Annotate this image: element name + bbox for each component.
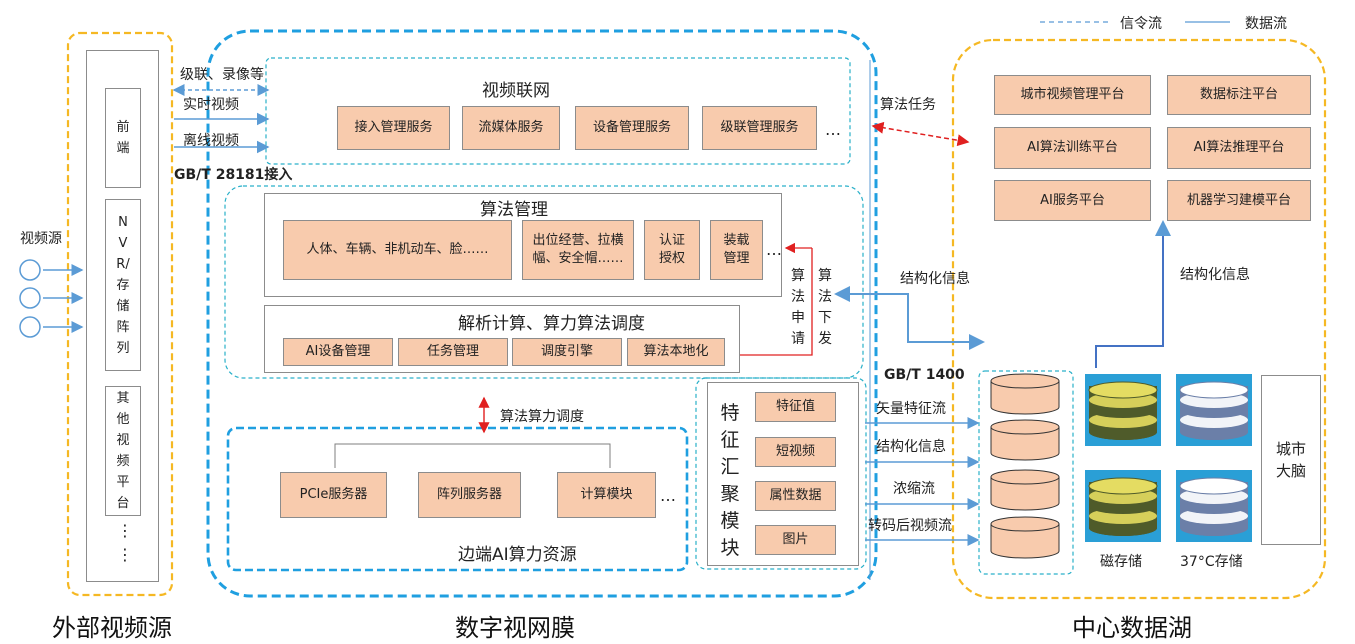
auth-box: 认证授权 (644, 220, 700, 280)
cold-storage-icon (1176, 374, 1252, 542)
algo-mgmt-more: … (766, 240, 782, 259)
compute-module-box: 计算模块 (557, 472, 656, 518)
gb28181-label: GB/T 28181接入 (174, 167, 293, 183)
external-caption: 外部视频源 (52, 614, 172, 642)
magnetic-storage-icon (1085, 374, 1161, 542)
device-service-box: 设备管理服务 (575, 106, 689, 150)
legend-signal-label: 信令流 (1120, 16, 1162, 32)
video-network-title: 视频联网 (482, 81, 550, 101)
array-server-box: 阵列服务器 (418, 472, 521, 518)
scheduler-box: 调度引擎 (512, 338, 622, 366)
lake-caption: 中心数据湖 (1072, 614, 1192, 642)
flow-vector-label: 矢量特征流 (876, 401, 946, 417)
compute-title: 解析计算、算力算法调度 (458, 314, 645, 334)
algo-deliver-label: 算法下发 (818, 268, 832, 347)
cold-storage-label: 37°C存储 (1180, 554, 1243, 570)
retina-caption: 数字视网膜 (455, 614, 575, 642)
pcie-server-box: PCIe服务器 (280, 472, 387, 518)
source-circle-1 (19, 259, 41, 281)
other-platform-label: 其他视频平台 (116, 391, 130, 511)
source-circle-2 (19, 287, 41, 309)
storage-cylinders (990, 373, 1060, 559)
ai-inference-platform-box: AI算法推理平台 (1167, 127, 1311, 169)
image-box: 图片 (755, 525, 836, 555)
front-label: 前端 (116, 120, 130, 156)
data-labeling-platform-box: 数据标注平台 (1167, 75, 1311, 115)
struct-info-right-label: 结构化信息 (1180, 267, 1250, 283)
cascade-label: 级联、录像等 (180, 67, 264, 83)
ml-modeling-platform-box: 机器学习建模平台 (1167, 180, 1311, 221)
realtime-label: 实时视频 (183, 97, 239, 113)
flow-condensed-label: 浓缩流 (893, 481, 935, 497)
edge-more: … (660, 486, 676, 505)
localize-box: 算法本地化 (627, 338, 725, 366)
cascade-service-box: 级联管理服务 (702, 106, 817, 150)
ellipsis-2: ⋮ (117, 545, 133, 564)
ai-service-platform-box: AI服务平台 (994, 180, 1151, 221)
city-brain-label: 城市大脑 (1275, 440, 1306, 480)
offline-label: 离线视频 (183, 133, 239, 149)
struct-info-left-label: 结构化信息 (900, 271, 970, 287)
ellipsis-1: ⋮ (117, 521, 133, 540)
task-mgmt-box: 任务管理 (398, 338, 508, 366)
algo-item-behavior: 出位经营、拉横幅、安全帽…… (522, 220, 634, 280)
video-source-label: 视频源 (20, 231, 62, 247)
short-video-box: 短视频 (755, 437, 836, 467)
city-brain-box: 城市大脑 (1261, 375, 1321, 545)
ai-training-platform-box: AI算法训练平台 (994, 127, 1151, 169)
access-service-box: 接入管理服务 (337, 106, 450, 150)
feature-title: 特征汇聚模块 (720, 402, 740, 559)
flow-struct-label: 结构化信息 (876, 439, 946, 455)
nvr-box: NVR/存储阵列 (105, 199, 141, 371)
edge-title: 边端AI算力资源 (458, 545, 577, 565)
video-network-more: … (825, 120, 841, 139)
algo-mgmt-title: 算法管理 (480, 200, 548, 220)
legend-data-label: 数据流 (1245, 16, 1287, 32)
ai-device-box: AI设备管理 (283, 338, 393, 366)
feature-value-box: 特征值 (755, 392, 836, 422)
source-circle-3 (19, 316, 41, 338)
algo-task-label: 算法任务 (880, 97, 936, 113)
nvr-label: NVR/存储阵列 (116, 214, 130, 356)
flow-transcoded-label: 转码后视频流 (868, 518, 952, 534)
magnetic-storage-label: 磁存储 (1100, 554, 1142, 570)
attribute-data-box: 属性数据 (755, 481, 836, 511)
dispatch-label: 算法算力调度 (500, 409, 584, 425)
gb1400-label: GB/T 1400 (884, 367, 965, 383)
load-mgmt-box: 装载管理 (710, 220, 763, 280)
city-video-platform-box: 城市视频管理平台 (994, 75, 1151, 115)
algo-item-people-vehicle: 人体、车辆、非机动车、脸…… (283, 220, 512, 280)
front-box: 前端 (105, 88, 141, 188)
streaming-service-box: 流媒体服务 (462, 106, 560, 150)
cylinder-group-container (978, 370, 1074, 575)
other-platform-box: 其他视频平台 (105, 386, 141, 516)
algo-apply-label: 算法申请 (791, 268, 805, 347)
